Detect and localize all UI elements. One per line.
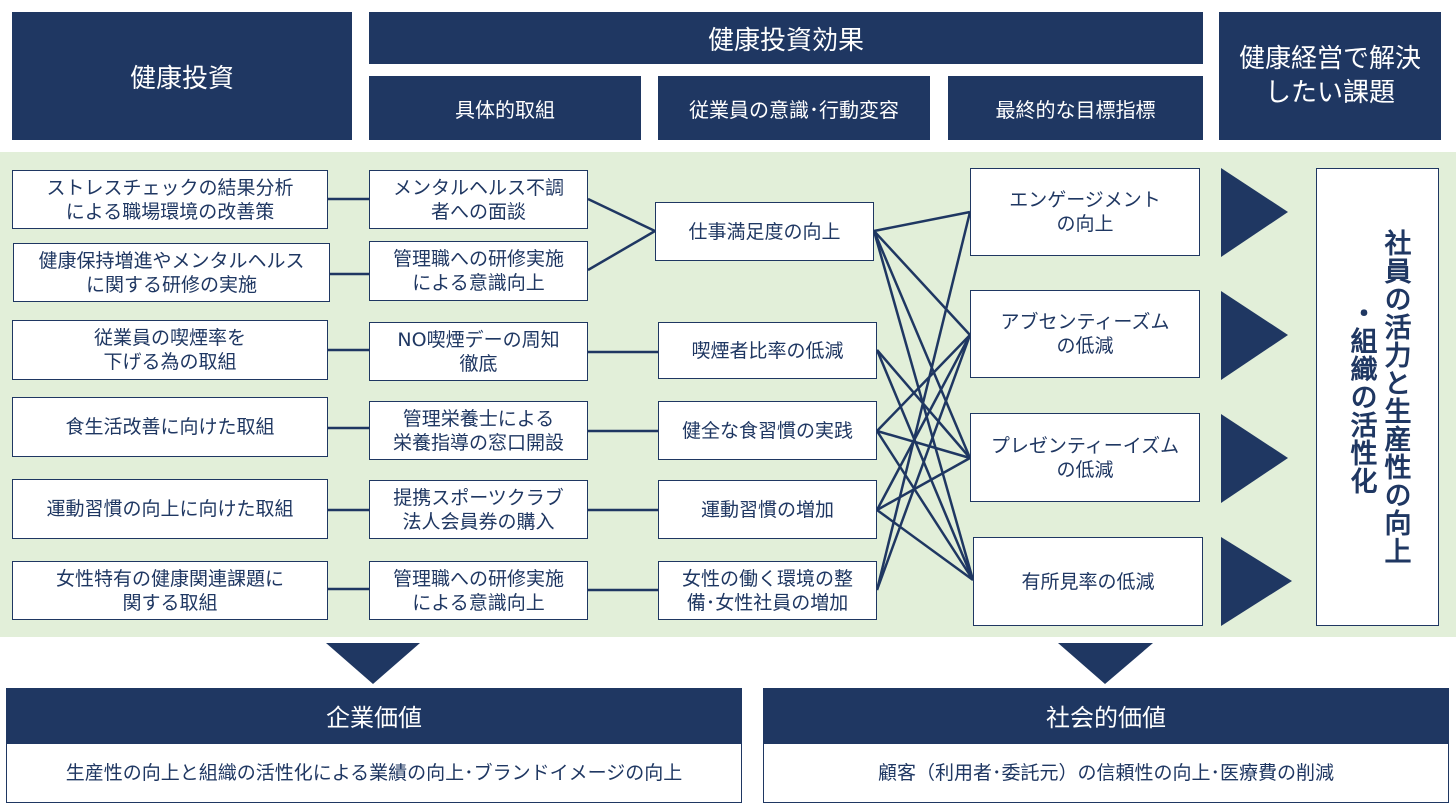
connector-line [873,210,971,233]
connector-line [875,334,972,591]
goal-label: エンゲージメント の向上 [1009,189,1161,235]
behavior-box: 仕事満足度の向上 [655,202,874,261]
investment-box: ストレスチェックの結果分析 による職場環境の改善策 [12,170,328,229]
measure-label: NO喫煙デーの周知 徹底 [397,328,560,375]
measure-label: 管理職への研修実施 による意識向上 [392,248,564,294]
measure-label: メンタルヘルス不調 者への面談 [392,176,564,223]
social-value-title: 社会的価値 [1046,704,1166,732]
investment-box: 食生活改善に向けた取組 [12,397,328,457]
measure-label: 管理栄養士による 栄養指導の窓口開設 [392,407,564,454]
measure-box: 管理栄養士による 栄養指導の窓口開設 [369,401,588,460]
behavior-label: 仕事満足度の向上 [688,220,841,243]
goal-box: 有所見率の低減 [973,537,1203,626]
connector-line [875,430,975,581]
issue-label: 社員の活力と生産性の向上 ・組織の活性化 [1345,229,1411,565]
connector-line [876,334,971,432]
header-concrete-label: 具体的取組 [455,97,555,122]
connector-line [873,230,971,336]
measure-box: 管理職への研修実施 による意識向上 [369,241,588,301]
header-behavior-label: 従業員の意識･行動変容 [689,97,899,122]
behavior-box: 運動習慣の増加 [658,480,877,539]
behavior-label: 健全な食習慣の実践 [681,419,853,442]
header-issue: 健康経営で解決 したい課題 [1219,12,1441,140]
connector-line [875,349,975,581]
arrow-down-icon [326,643,420,684]
header-effect-label: 健康投資効果 [707,25,864,56]
goal-label: アブセンティーズム の低減 [1000,311,1170,357]
connector-line [875,211,972,591]
goal-label: プレゼンティーイズム の低減 [990,434,1180,481]
investment-label: 健康保持増進やメンタルヘルス に関する研修の実施 [38,249,305,296]
investment-box: 従業員の喫煙率を 下げる為の取組 [12,320,328,380]
investment-label: 食生活改善に向けた取組 [65,416,275,438]
header-investment-label: 健康投資 [129,63,234,94]
goal-label: 有所見率の低減 [1021,570,1155,593]
measure-box: 管理職への研修実施 による意識向上 [369,561,588,620]
corporate-value-title: 企業価値 [326,704,422,732]
connector-line [587,197,656,233]
behavior-label: 女性の働く環境の整 備･女性社員の増加 [681,567,853,614]
investment-label: 女性特有の健康関連課題に 関する取組 [55,567,284,614]
header-concrete: 具体的取組 [369,76,641,140]
arrow-right-icon [1221,168,1288,257]
investment-label: 従業員の喫煙率を 下げる為の取組 [93,327,246,373]
behavior-box: 喫煙者比率の低減 [658,322,877,379]
social-value-box: 顧客（利用者･委託元）の信頼性の向上･医療費の削減 [763,743,1449,803]
header-final: 最終的な目標指標 [948,76,1203,140]
behavior-label: 喫煙者比率の低減 [691,339,844,362]
measure-box: メンタルヘルス不調 者への面談 [369,170,588,229]
measure-box: 提携スポーツクラブ 法人会員券の購入 [369,480,588,539]
corporate-value-box: 生産性の向上と組織の活性化による業績の向上･ブランドイメージの向上 [6,743,742,803]
arrow-right-icon [1221,414,1288,503]
investment-box: 女性特有の健康関連課題に 関する取組 [12,561,328,620]
goal-box: エンゲージメント の向上 [970,168,1200,256]
measure-label: 管理職への研修実施 による意識向上 [392,567,564,614]
connector-line [876,456,971,512]
corporate-value-text: 生産性の向上と組織の活性化による業績の向上･ブランドイメージの向上 [65,762,683,784]
investment-box: 運動習慣の向上に向けた取組 [12,479,328,539]
investment-box: 健康保持増進やメンタルヘルス に関する研修の実施 [13,243,330,302]
connector-line [875,334,972,511]
connector-line [872,230,972,459]
issue-box: 社員の活力と生産性の向上 ・組織の活性化 [1316,168,1439,626]
arrow-right-icon [1221,537,1292,626]
header-investment: 健康投資 [12,12,352,140]
arrow-right-icon [1221,291,1288,380]
social-value-text: 顧客（利用者･委託元）の信頼性の向上･医療費の削減 [877,762,1334,784]
behavior-box: 女性の働く環境の整 備･女性社員の増加 [658,561,877,620]
behavior-box: 健全な食習慣の実践 [658,401,877,460]
arrow-down-icon [1058,643,1153,684]
header-final-label: 最終的な目標指標 [995,97,1156,122]
goal-box: プレゼンティーイズム の低減 [970,413,1200,502]
behavior-label: 運動習慣の増加 [700,498,834,521]
header-issue-label: 健康経営で解決 したい課題 [1238,44,1421,108]
goal-box: アブセンティーズム の低減 [970,290,1200,378]
measure-label: 提携スポーツクラブ 法人会員券の購入 [393,486,564,533]
connector-line [876,429,971,460]
corporate-value-header: 企業価値 [6,688,742,743]
header-effect: 健康投資効果 [369,12,1203,64]
social-value-header: 社会的価値 [763,688,1449,743]
investment-label: 運動習慣の向上に向けた取組 [46,498,294,520]
header-behavior: 従業員の意識･行動変容 [658,76,930,140]
connector-line [587,229,656,272]
measure-box: NO喫煙デーの周知 徹底 [369,322,588,381]
investment-label: ストレスチェックの結果分析 による職場環境の改善策 [46,176,294,223]
